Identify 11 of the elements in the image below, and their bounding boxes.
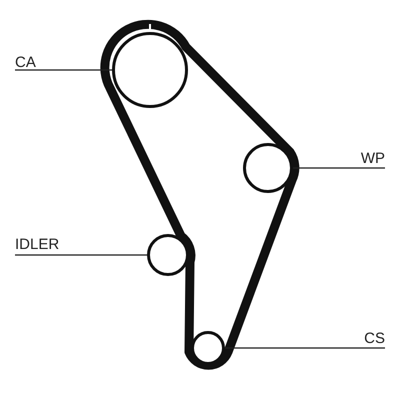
pulley: [147, 234, 189, 276]
leader-line: [15, 69, 112, 71]
part-label: CS: [364, 330, 385, 347]
pulley: [243, 143, 293, 193]
leader-line: [225, 347, 385, 349]
part-label: WP: [360, 150, 385, 167]
part-label: CA: [15, 54, 36, 71]
pulley: [112, 32, 188, 108]
leader-line: [293, 167, 385, 169]
leader-line: [15, 254, 147, 256]
part-label: IDLER: [15, 236, 60, 253]
